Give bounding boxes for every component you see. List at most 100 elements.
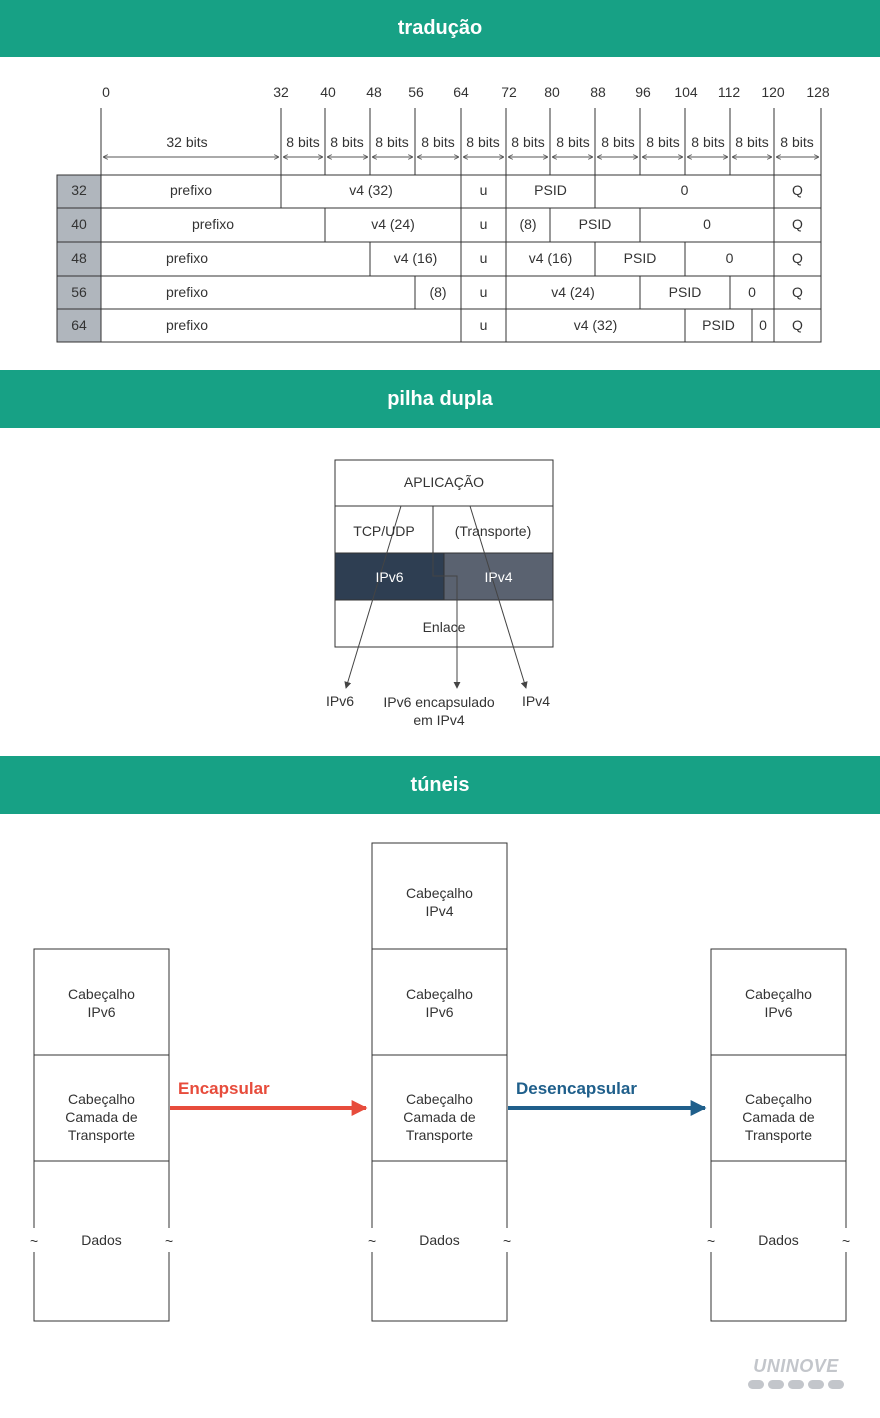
bit-position: 112	[717, 84, 741, 100]
bit-position: 104	[674, 84, 698, 100]
layer-application: APLICAÇÃO	[403, 474, 485, 490]
middle-header-ipv4: Cabeçalho IPv4	[406, 885, 473, 919]
bit-position: 32	[273, 84, 289, 100]
cell-prefix: prefixo	[165, 317, 209, 333]
left-header-transport: Cabeçalho Camada de Transporte	[65, 1091, 138, 1143]
left-break-mark: ~	[30, 1233, 39, 1249]
cell-q: Q	[792, 216, 803, 232]
cell-q: Q	[792, 250, 803, 266]
middle-header-transport: Cabeçalho Camada de Transporte	[403, 1091, 476, 1143]
logo-dots	[744, 1380, 848, 1389]
bit-position: 96	[635, 84, 651, 100]
cell-u: u	[479, 250, 488, 266]
span-label: 8 bits	[466, 134, 500, 150]
cell-zero: 0	[725, 250, 734, 266]
cell-prefix: prefixo	[165, 284, 209, 300]
cell-v4: v4 (24)	[371, 216, 415, 232]
span-label: 8 bits	[511, 134, 545, 150]
layer-tcp-udp: TCP/UDP	[353, 523, 415, 539]
cell-u: u	[479, 216, 488, 232]
cell-prefix: prefixo	[191, 216, 235, 232]
cell-eight: (8)	[429, 284, 447, 300]
bit-position: 120	[761, 84, 785, 100]
middle-break-mark: ~	[503, 1233, 512, 1249]
cell-zero: 0	[703, 216, 711, 232]
bit-position: 64	[453, 84, 469, 100]
cell-v4: v4 (32)	[573, 317, 618, 333]
cell-prefix: prefixo	[165, 250, 209, 266]
layer-transport: (Transporte)	[454, 523, 532, 539]
cell-v4: v4 (16)	[528, 250, 573, 266]
bit-position: 72	[501, 84, 517, 100]
bit-position: 48	[366, 84, 382, 100]
left-break-mark: ~	[165, 1233, 174, 1249]
cell-q: Q	[792, 317, 803, 333]
span-label: 8 bits	[330, 134, 364, 150]
row-label: 32	[71, 182, 87, 198]
right-break-mark: ~	[842, 1233, 851, 1249]
uninove-logo: UNINOVE	[744, 1356, 848, 1392]
cell-psid: PSID	[668, 284, 702, 300]
cell-u: u	[479, 317, 488, 333]
section-title-dual-stack: pilha dupla	[387, 388, 493, 410]
bit-position: 40	[320, 84, 336, 100]
logo-text: UNINOVE	[753, 1356, 839, 1376]
left-data: Dados	[81, 1232, 122, 1248]
layer-ipv6: IPv6	[375, 569, 404, 585]
cell-u: u	[479, 284, 488, 300]
cell-zero: 0	[680, 182, 689, 198]
layer-ipv4: IPv4	[484, 569, 513, 585]
cell-psid: PSID	[623, 250, 657, 266]
cell-eight: (8)	[519, 216, 537, 232]
bit-position: 80	[544, 84, 560, 100]
section-title-tunnels: túneis	[410, 774, 470, 796]
left-header-ipv6: Cabeçalho IPv6	[68, 986, 135, 1020]
bit-position: 128	[806, 84, 830, 100]
section-title-translation: tradução	[397, 17, 483, 39]
cell-q: Q	[792, 182, 803, 198]
row-label: 64	[71, 317, 87, 333]
span-label: 8 bits	[556, 134, 590, 150]
encapsulate-label: Encapsular	[178, 1079, 270, 1098]
row-label: 48	[71, 250, 87, 266]
middle-data: Dados	[419, 1232, 460, 1248]
row-label: 56	[71, 284, 87, 300]
span-label: 8 bits	[286, 134, 320, 150]
cell-prefix: prefixo	[169, 182, 213, 198]
row-label: 40	[71, 216, 87, 232]
span-label: 8 bits	[780, 134, 814, 150]
section-banner-tunnels: túneis	[0, 756, 880, 814]
dual-stack-graphic	[334, 459, 554, 689]
output-ipv6: IPv6	[325, 693, 354, 709]
span-label: 32 bits	[166, 134, 208, 150]
span-label: 8 bits	[601, 134, 635, 150]
middle-break-mark: ~	[368, 1233, 377, 1249]
span-label: 8 bits	[735, 134, 769, 150]
cell-v4: v4 (24)	[551, 284, 595, 300]
bit-position: 88	[590, 84, 606, 100]
cell-zero: 0	[748, 284, 756, 300]
bit-position: 56	[408, 84, 424, 100]
output-encapsulated: IPv6 encapsulado em IPv4	[383, 694, 495, 728]
right-header-transport: Cabeçalho Camada de Transporte	[742, 1091, 815, 1143]
cell-psid: PSID	[578, 216, 612, 232]
span-label: 8 bits	[691, 134, 725, 150]
middle-header-ipv6: Cabeçalho IPv6	[406, 986, 473, 1020]
span-label: 8 bits	[646, 134, 680, 150]
right-break-mark: ~	[707, 1233, 716, 1249]
cell-q: Q	[792, 284, 803, 300]
right-data: Dados	[758, 1232, 799, 1248]
span-label: 8 bits	[421, 134, 455, 150]
decapsulate-label: Desencapsular	[516, 1079, 637, 1098]
cell-v4: v4 (32)	[349, 182, 393, 198]
cell-u: u	[479, 182, 488, 198]
span-label: 8 bits	[375, 134, 409, 150]
section-banner-dual-stack: pilha dupla	[0, 370, 880, 428]
layer-link: Enlace	[422, 619, 466, 635]
section-banner-translation: tradução	[0, 0, 880, 57]
cell-zero: 0	[759, 317, 767, 333]
cell-psid: PSID	[702, 317, 735, 333]
cell-psid: PSID	[534, 182, 567, 198]
output-ipv4: IPv4	[521, 693, 550, 709]
